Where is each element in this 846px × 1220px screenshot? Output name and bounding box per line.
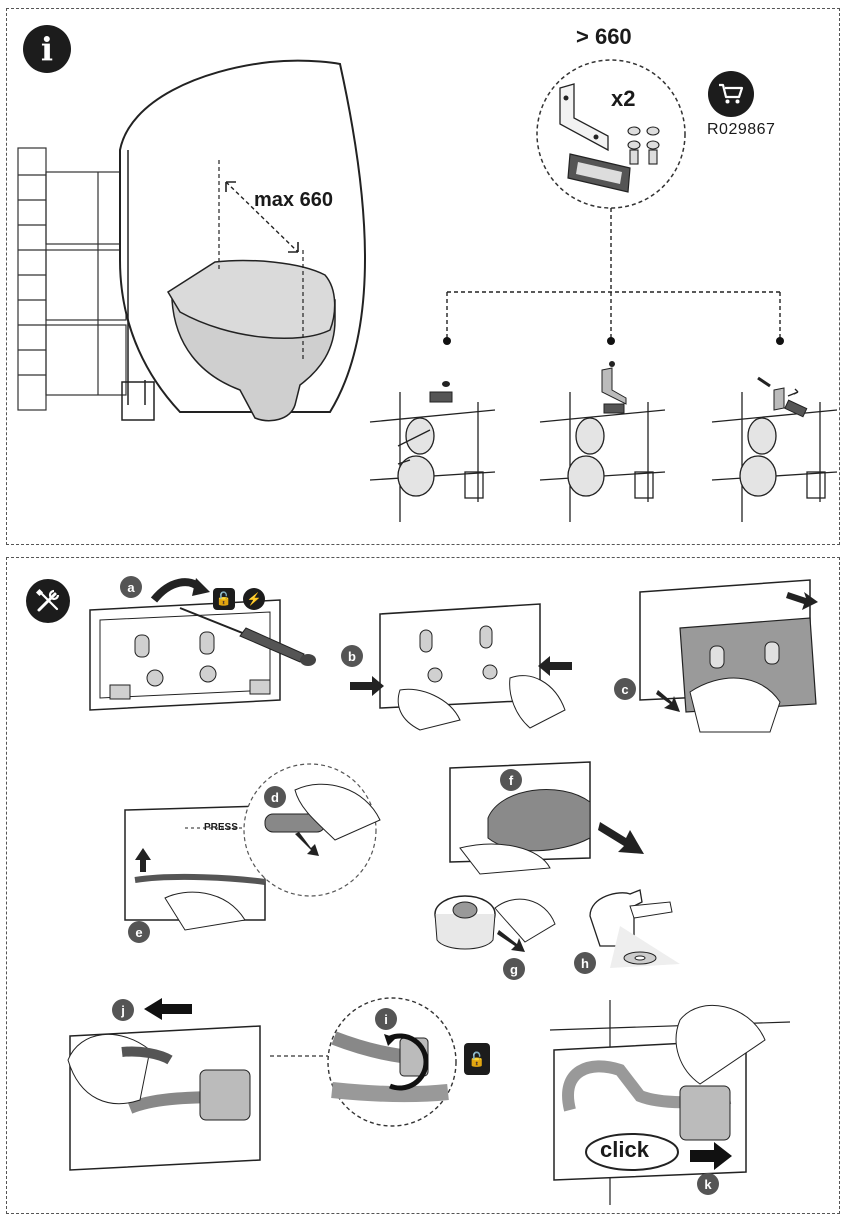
step-badge-i: i [375, 1008, 397, 1030]
step-badge-d: d [264, 786, 286, 808]
step-k-illustration [549, 1000, 791, 1205]
press-label: PRESS [204, 822, 238, 833]
step-badge-h: h [574, 952, 596, 974]
frame-mount-option-1 [369, 381, 496, 522]
bracket-kit-detail [443, 59, 784, 345]
step-i-illustration [270, 997, 457, 1127]
step-badge-c: c [614, 678, 636, 700]
step-badge-g: g [503, 958, 525, 980]
unlock-icon: 🔓 [213, 588, 235, 610]
step-b-illustration [350, 603, 572, 731]
step-a-illustration [89, 578, 316, 711]
step-c-illustration [639, 579, 818, 733]
wall-plug-icon: ⚡ [243, 588, 265, 610]
frame-mount-option-3 [711, 376, 838, 522]
click-label: click [600, 1137, 649, 1162]
step-badge-j: j [112, 999, 134, 1021]
part-number: R029867 [707, 121, 776, 138]
min-dimension-label: > 660 [576, 24, 632, 49]
toilet-wall-illustration [17, 59, 366, 422]
frame-mount-option-2 [539, 361, 666, 522]
max-dimension-label: max 660 [254, 189, 333, 211]
step-g-illustration [434, 895, 556, 952]
top-info-panel [6, 8, 840, 545]
step-badge-a: a [120, 576, 142, 598]
arrow-left-icon [144, 998, 192, 1020]
bottom-steps-panel [6, 557, 840, 1214]
unlocked-padlock-icon: 🔓 [464, 1043, 490, 1075]
step-badge-f: f [500, 769, 522, 791]
wrench-screwdriver-icon [26, 579, 70, 623]
cart-icon [708, 71, 754, 117]
step-j-illustration [67, 1025, 261, 1171]
step-badge-b: b [341, 645, 363, 667]
step-badge-k: k [697, 1173, 719, 1195]
step-f-illustration [449, 761, 644, 875]
info-icon: i [23, 25, 71, 73]
kit-quantity: x2 [611, 86, 636, 111]
step-d-e-illustration [124, 763, 381, 931]
step-h-illustration [589, 889, 680, 968]
step-badge-e: e [128, 921, 150, 943]
